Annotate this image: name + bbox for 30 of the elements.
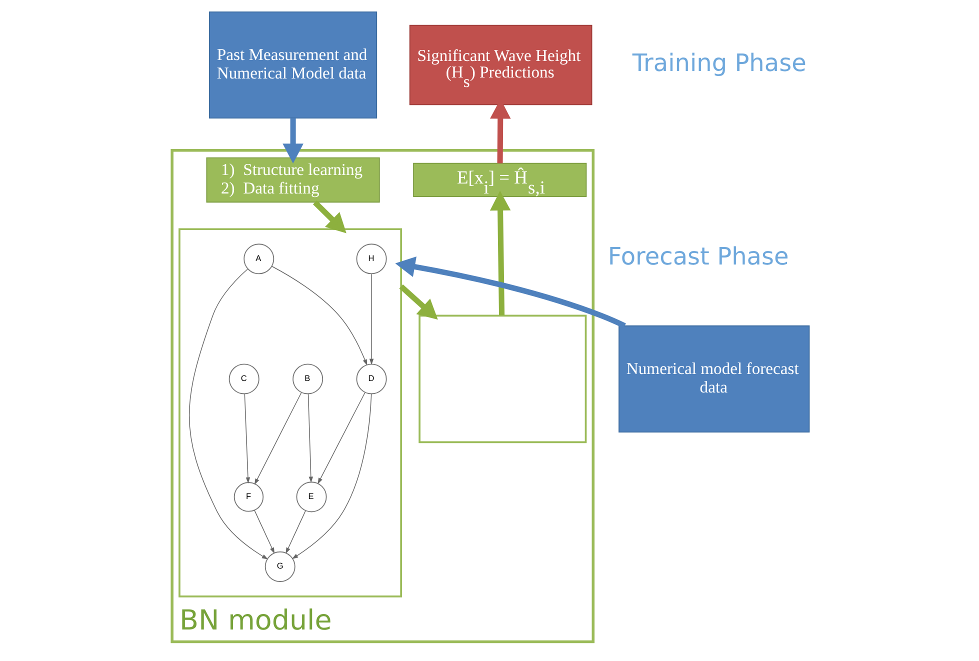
arrow (188, 268, 268, 560)
arrow (254, 510, 275, 554)
arrow (490, 190, 511, 316)
arrow (286, 510, 306, 554)
node-circle: F (234, 482, 264, 512)
node-circle: G (264, 551, 296, 582)
node-circle: C (228, 364, 260, 394)
arrow (244, 394, 250, 484)
arrow (395, 256, 626, 328)
node-box: Past Measurement and Numerical Model data (209, 11, 378, 119)
node-box: Numerical model forecast data (618, 325, 810, 433)
node-circle: D (356, 364, 387, 394)
arrow (292, 394, 372, 559)
node-box: 1) Structure learning 2) Data fitting (206, 157, 380, 203)
arrow (254, 392, 302, 485)
arrow (318, 392, 366, 484)
arrow (272, 266, 368, 366)
node-circle: A (244, 244, 274, 274)
arrow (312, 200, 346, 234)
arrow (282, 118, 304, 164)
node-circle: B (292, 364, 324, 394)
arrow (369, 274, 374, 365)
node-circle: E (296, 482, 327, 512)
arrow (308, 394, 314, 483)
node-circle: H (356, 244, 387, 274)
cluster (178, 228, 402, 598)
node-box (418, 314, 587, 444)
arrow (399, 284, 438, 320)
label: Training Phase (632, 48, 806, 77)
label: Forecast Phase (608, 242, 789, 271)
